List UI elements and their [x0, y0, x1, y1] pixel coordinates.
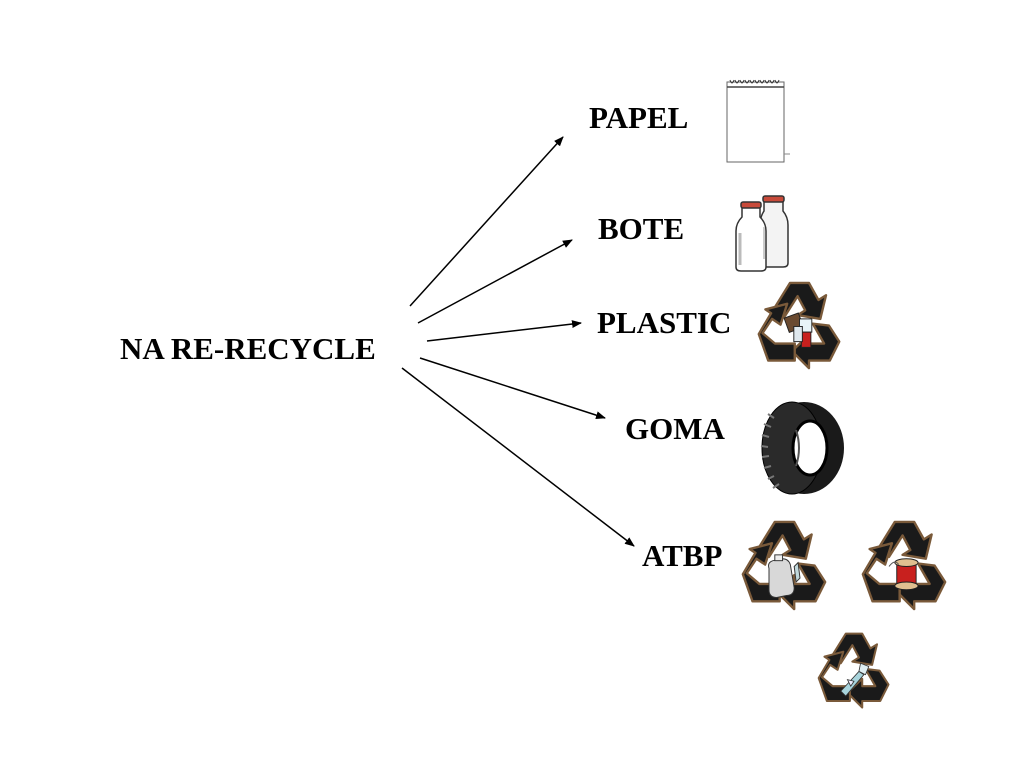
branch-label-goma: GOMA [625, 411, 725, 446]
branch-label-papel: PAPEL [589, 100, 689, 135]
recycle-spool-icon [861, 520, 947, 611]
recycle-glass-icon [817, 632, 890, 709]
recycle-trash-icon [757, 281, 841, 370]
arrow-to-goma [419, 357, 606, 420]
arrow-to-atbp [401, 367, 635, 547]
arrow-to-papel [409, 136, 564, 307]
branch-label-atbp: ATBP [642, 538, 723, 573]
glass-bottles-icon [735, 195, 789, 272]
arrow-to-bote [417, 239, 573, 324]
notepad-icon [726, 79, 790, 163]
branch-label-bote: BOTE [598, 211, 685, 246]
recycle-jug-icon [741, 520, 827, 611]
tire-icon [760, 401, 844, 495]
arrow-to-plastic [426, 320, 582, 342]
branch-label-plastic: PLASTIC [597, 305, 732, 340]
root-label: NA RE-RECYCLE [120, 331, 376, 366]
